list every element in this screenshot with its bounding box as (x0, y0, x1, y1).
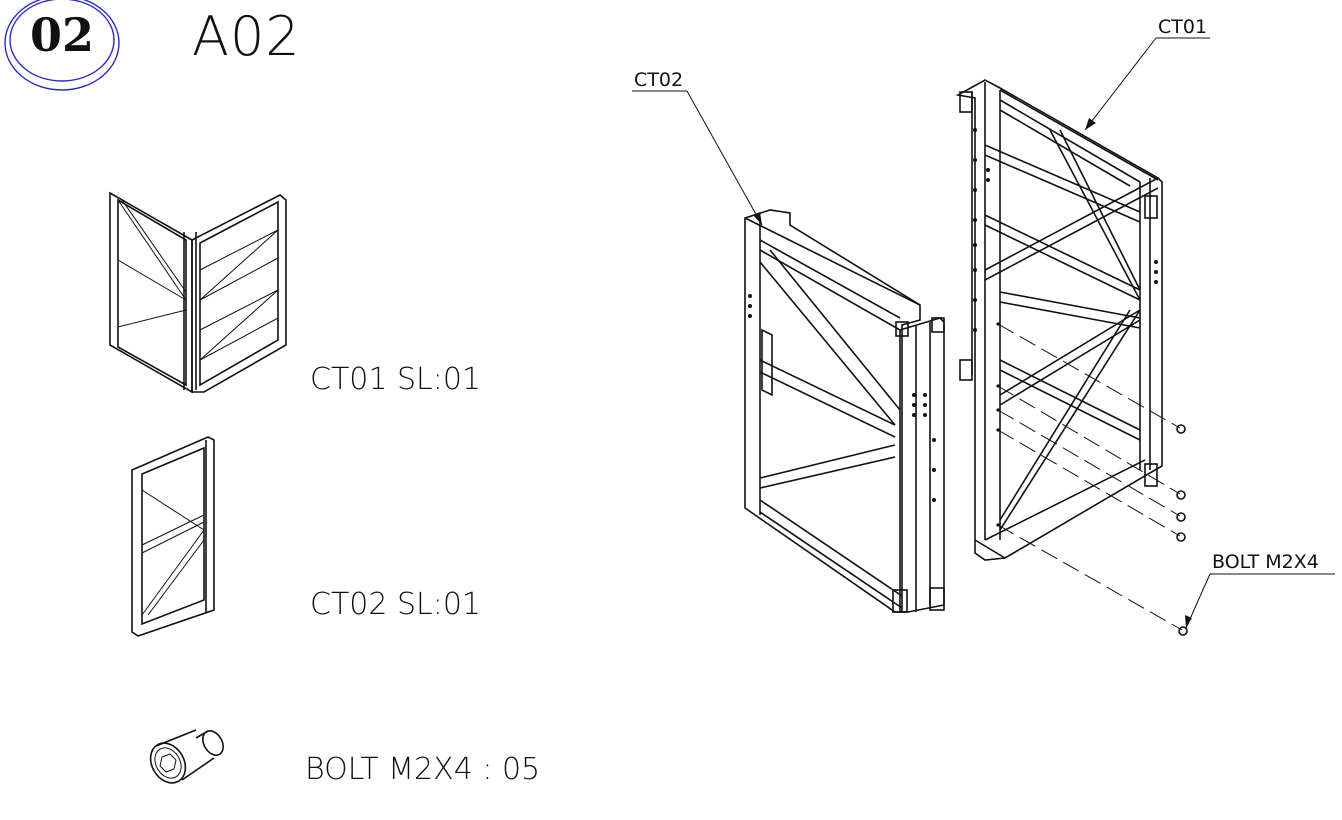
callout-bolt: BOLT M2X4 (1212, 551, 1319, 573)
ct01-thumbnail (109, 191, 287, 394)
assembly-title: A02 (192, 5, 301, 68)
ct02-thumbnail (131, 436, 215, 637)
ct01-frame (955, 79, 1163, 561)
part-label-bolt: BOLT M2X4 : 05 (305, 752, 541, 787)
step-badge (4, 0, 120, 91)
ct01-leader (1084, 37, 1210, 131)
part-label-ct02: CT02 SL:01 (310, 587, 482, 622)
callout-ct02: CT02 (634, 69, 684, 91)
bolt-set (997, 323, 1188, 636)
ct02-leader (632, 90, 763, 226)
ct02-frame (744, 209, 945, 613)
callout-ct01: CT01 (1158, 16, 1208, 38)
bolt-thumbnail (149, 729, 224, 784)
bolt-leader (1185, 573, 1335, 629)
step-number: 02 (30, 8, 95, 62)
part-label-ct01: CT01 SL:01 (310, 362, 482, 397)
